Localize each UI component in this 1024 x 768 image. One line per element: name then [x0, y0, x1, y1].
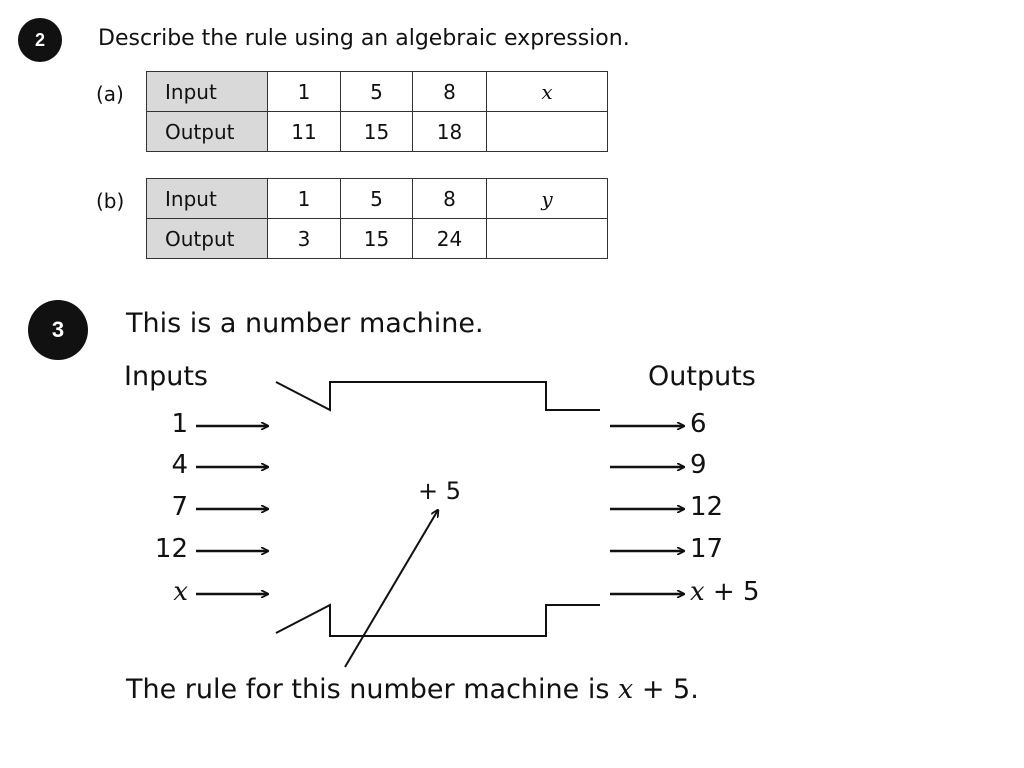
table-cell: 11: [267, 111, 341, 152]
output-expression-rest: + 5: [704, 577, 760, 607]
row-header: Output: [146, 111, 268, 152]
row-header: Input: [146, 71, 268, 112]
part-label-b: (b): [96, 189, 125, 213]
output-variable: x: [690, 577, 705, 607]
row-header: Output: [146, 218, 268, 259]
row-header: Input: [146, 178, 268, 219]
table-cell: 15: [340, 111, 413, 152]
table-cell: 24: [412, 218, 487, 259]
part-label-a: (a): [96, 82, 124, 106]
rule-statement: The rule for this number machine is x + …: [126, 674, 699, 705]
machine-operation-label: + 5: [418, 477, 462, 505]
input-value: 12: [154, 534, 188, 564]
answer-cell[interactable]: [486, 218, 608, 259]
table-cell: y: [486, 178, 608, 219]
table-cell: x: [486, 71, 608, 112]
input-value: 4: [171, 450, 188, 480]
output-value: 9: [690, 450, 707, 480]
input-value: x: [173, 577, 188, 607]
table-cell: 1: [267, 178, 341, 219]
answer-cell[interactable]: [486, 111, 608, 152]
operation-pointer-arrow: [344, 510, 438, 668]
output-value: 17: [690, 534, 724, 564]
input-value: 7: [171, 492, 188, 522]
table-cell: 1: [267, 71, 341, 112]
inputs-heading: Inputs: [124, 361, 208, 392]
io-table-a: Input 1 5 8 x Output 11 15 18: [146, 71, 608, 152]
rule-variable: x: [618, 674, 634, 705]
table-row: Input 1 5 8 y: [146, 178, 608, 219]
machine-outline-bottom: [275, 603, 600, 637]
outputs-heading: Outputs: [648, 361, 756, 392]
table-cell: 18: [412, 111, 487, 152]
question-prompt: This is a number machine.: [126, 308, 484, 339]
table-cell: 15: [340, 218, 413, 259]
machine-outline-top: [275, 381, 600, 412]
output-value: 12: [690, 492, 724, 522]
output-value: 6: [690, 409, 707, 439]
table-cell: 8: [412, 178, 487, 219]
rule-prefix: The rule for this number machine is: [126, 674, 618, 705]
table-cell: 3: [267, 218, 341, 259]
table-row: Input 1 5 8 x: [146, 71, 608, 112]
question-number-badge: 3: [28, 300, 88, 360]
question-prompt: Describe the rule using an algebraic exp…: [98, 26, 630, 51]
table-row: Output 3 15 24: [146, 218, 608, 259]
input-value: 1: [171, 409, 188, 439]
rule-suffix: + 5.: [633, 674, 699, 705]
question-number-badge: 2: [18, 18, 62, 62]
io-table-b: Input 1 5 8 y Output 3 15 24: [146, 178, 608, 259]
output-value: x + 5: [690, 577, 760, 607]
table-row: Output 11 15 18: [146, 111, 608, 152]
